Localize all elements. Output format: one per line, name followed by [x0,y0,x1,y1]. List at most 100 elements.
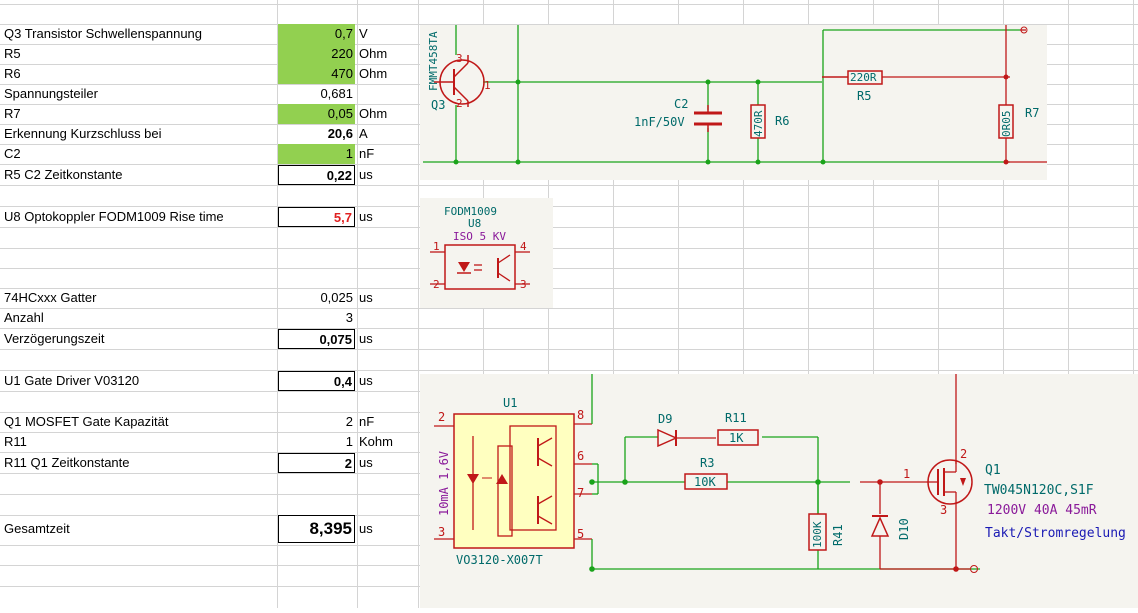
schematic-current-sense[interactable]: Q3 FMMT458TA 3 2 1 C2 1nF/50V 470R R6 22… [420,25,1047,180]
row-label: Q1 MOSFET Gate Kapazität [4,414,169,429]
row-value[interactable]: 8,395 [278,515,355,543]
row-r5c2[interactable]: R5 C2 Zeitkonstante 0,22 us [0,165,1138,185]
row-label: R5 C2 Zeitkonstante [4,167,123,182]
row-value[interactable]: 220 [278,44,355,64]
row-value[interactable]: 3 [345,310,353,325]
row-r6[interactable]: R6 470 Ohm [0,64,1138,84]
diode-d10[interactable]: D10 [870,515,911,540]
row-label: Spannungsteiler [4,86,98,101]
row-unit: us [359,290,373,305]
row-value[interactable]: 0,681 [320,86,353,101]
driver-terminal [970,565,978,573]
u1-pin2: 2 [438,410,445,424]
row-label: U8 Optokoppler FODM1009 Rise time [4,209,224,224]
row-r7[interactable]: R7 0,05 Ohm [0,104,1138,124]
row-value[interactable]: 0,7 [278,24,355,44]
u1-pin-numbers: 2 3 5 6 7 8 [438,408,584,541]
row-q3-schwelle[interactable]: Q3 Transistor Schwellenspannung 0,7 V [0,24,1138,44]
driver-red-junctions [877,479,959,572]
resistor-r11[interactable]: R11 1K [717,411,759,446]
row-label: C2 [4,146,21,161]
row-value[interactable]: 1 [278,144,355,164]
r5-value-label: 220R [850,71,877,84]
row-label: Anzahl [4,310,44,325]
row-value[interactable]: 20,6 [327,126,353,141]
row-label: 74HCxxx Gatter [4,290,97,305]
row-label: R5 [4,46,21,61]
u1-ref-label: U1 [503,396,517,410]
c2-ref-label: C2 [674,97,688,111]
q1-spec-label: 1200V 40A 45mR [987,503,1097,518]
schematic-gate-driver[interactable]: U1 VO3120-X007T 10mA 1,6V 2 3 5 6 7 8 [420,374,1138,608]
transistor-q3[interactable]: Q3 FMMT458TA 3 2 1 [427,31,491,112]
q1-pin2: 2 [960,447,967,461]
d10-ref-label: D10 [897,518,911,540]
optocoupler-svg: FODM1009 U8 ISO 5 KV 1 2 3 4 [430,205,530,291]
q3-part-label: FMMT458TA [427,31,440,91]
r41-ref-label: R41 [831,524,845,546]
schematic-current-sense-svg: Q3 FMMT458TA 3 2 1 C2 1nF/50V 470R R6 22… [423,25,1047,165]
row-label: Erkennung Kurzschluss bei [4,126,162,141]
resistor-r3[interactable]: R3 10K [684,456,728,490]
u8-pin1: 1 [433,240,440,253]
row-q1-gate[interactable]: Q1 MOSFET Gate Kapazität 2 nF [0,412,1138,432]
resistor-r7[interactable]: 0R05 R7 [998,104,1039,139]
row-u8-rise[interactable]: U8 Optokoppler FODM1009 Rise time 5,7 us [0,207,1138,227]
r6-ref-label: R6 [775,114,789,128]
row-74hc[interactable]: 74HCxxx Gatter 0,025 us [0,288,1138,308]
u1-side-label: 10mA 1,6V [437,451,451,516]
capacitor-c2[interactable]: C2 1nF/50V [634,97,722,132]
row-gesamtzeit[interactable]: Gesamtzeit 8,395 us [0,515,1138,543]
row-value[interactable]: 470 [278,64,355,84]
row-value[interactable]: 0,075 [278,329,355,349]
row-value[interactable]: 2 [278,453,355,473]
u1-part-label: VO3120-X007T [456,553,543,567]
row-unit: Ohm [359,66,388,81]
row-value[interactable]: 0,05 [278,104,355,124]
row-r5[interactable]: R5 220 Ohm [0,44,1138,64]
row-value[interactable]: 1 [345,434,353,449]
row-unit: Ohm [359,106,388,121]
u1-pin6: 6 [577,449,584,463]
row-c2[interactable]: C2 1 nF [0,144,1138,164]
row-value[interactable]: 2 [345,414,353,429]
r6-value-label: 470R [752,110,765,137]
row-spannungsteiler[interactable]: Spannungsteiler 0,681 [0,84,1138,104]
row-value[interactable]: 5,7 [278,207,355,227]
row-r11q1[interactable]: R11 Q1 Zeitkonstante 2 us [0,453,1138,473]
diode-d9[interactable]: D9 [657,412,716,448]
row-unit: us [359,455,373,470]
row-u1-driver[interactable]: U1 Gate Driver V03120 0,4 us [0,371,1138,391]
q1-pin1: 1 [903,467,910,481]
r3-ref-label: R3 [700,456,714,470]
u1-pin3: 3 [438,525,445,539]
resistor-r41[interactable]: 100K R41 [808,513,845,551]
gate-driver-svg: U1 VO3120-X007T 10mA 1,6V 2 3 5 6 7 8 [434,374,1126,573]
r41-value-label: 100K [811,521,824,548]
row-unit: Ohm [359,46,388,61]
row-kurzschluss[interactable]: Erkennung Kurzschluss bei 20,6 A [0,124,1138,144]
row-value[interactable]: 0,4 [278,371,355,391]
row-r11[interactable]: R11 1 Kohm [0,432,1138,452]
q3-pin1: 1 [484,79,491,92]
u1-pins [434,423,592,540]
row-value[interactable]: 0,025 [320,290,353,305]
u8-pin3: 3 [520,278,527,291]
u8-pin2: 2 [433,278,440,291]
r7-ref-label: R7 [1025,106,1039,120]
u8-iso-label: ISO 5 KV [453,230,506,243]
schematic-optocoupler[interactable]: FODM1009 U8 ISO 5 KV 1 2 3 4 [420,198,553,308]
row-verzoegerung[interactable]: Verzögerungszeit 0,075 us [0,329,1138,349]
q1-note-label: Takt/Stromregelung [985,526,1126,541]
ic-u1[interactable]: U1 VO3120-X007T 10mA 1,6V [437,396,575,567]
u1-photodiode-icon [496,474,508,484]
row-unit: us [359,167,373,182]
resistor-r6[interactable]: 470R R6 [750,104,789,139]
resistor-r5[interactable]: 220R R5 [822,70,883,103]
row-label: Gesamtzeit [4,521,70,536]
row-value[interactable]: 0,22 [278,165,355,185]
row-anzahl[interactable]: Anzahl 3 [0,308,1138,328]
mosfet-q1[interactable]: 1 2 3 Q1 TW045N120C,S1F 1200V 40A 45mR T… [903,447,1126,541]
red-junctions [1003,74,1009,165]
row-unit: us [359,209,373,224]
